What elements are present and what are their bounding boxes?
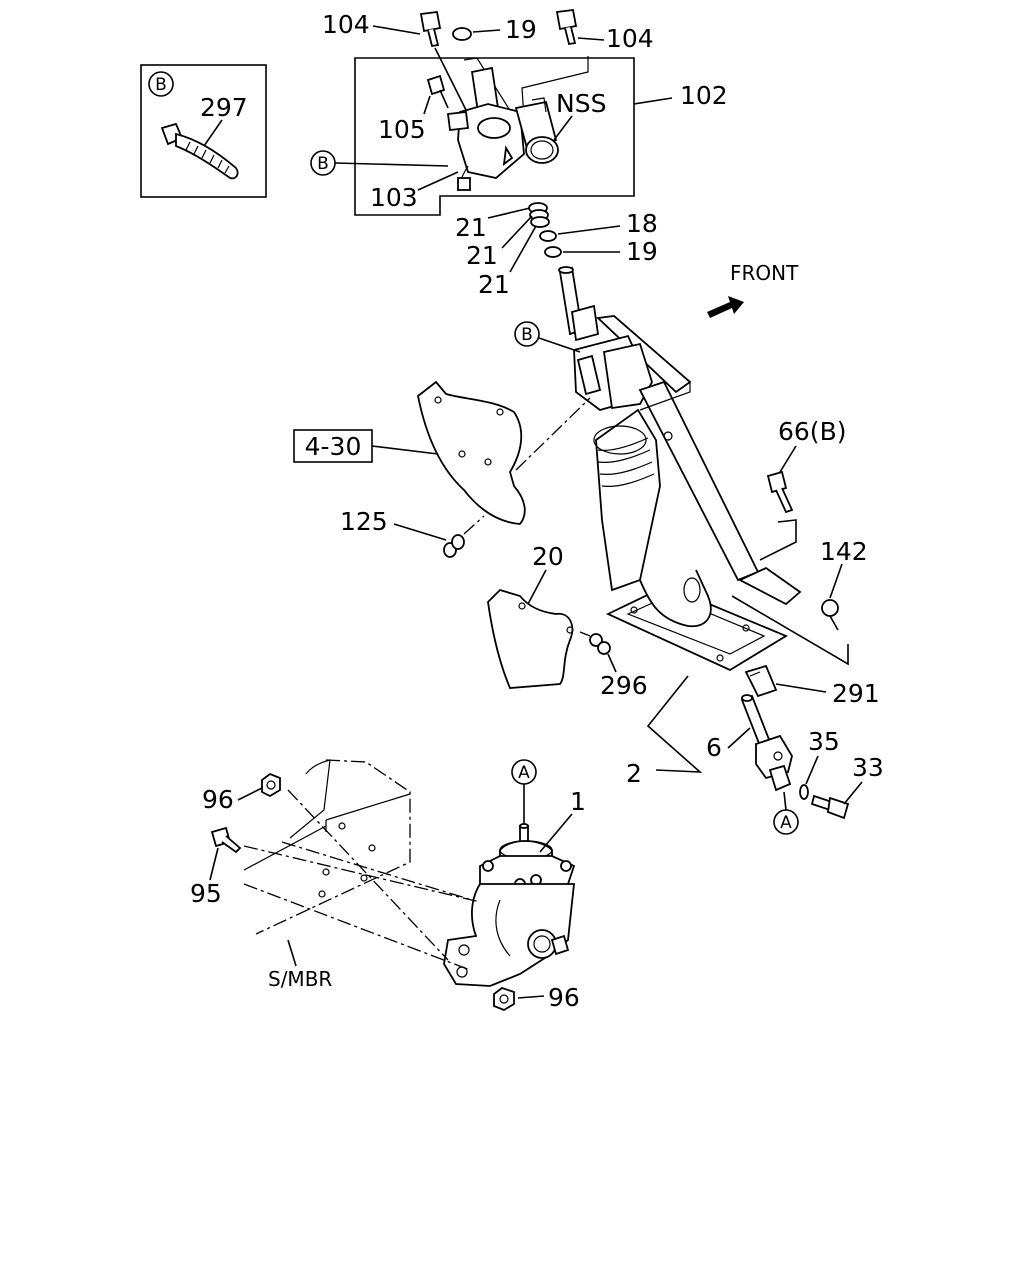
part-4-30-cover <box>417 380 526 525</box>
switch-assembly-box: 102 104 104 19 <box>310 9 728 216</box>
part-20-cover <box>487 588 574 689</box>
part-18-washer <box>539 230 557 242</box>
callout-b-inset <box>148 71 174 97</box>
label-4-30: 4-30 <box>305 432 362 461</box>
part-297-clip <box>160 122 239 180</box>
part-33-bolt <box>810 794 850 820</box>
part-102-switch-assembly <box>446 66 559 191</box>
label-105: 105 <box>378 115 426 144</box>
label-125: 125 <box>340 507 388 536</box>
part-6-universal-joint <box>740 694 793 792</box>
label-291: 291 <box>832 679 880 708</box>
callout-b-main-text: B <box>317 154 329 174</box>
label-21-a: 21 <box>455 213 487 242</box>
label-19-top: 19 <box>505 15 537 44</box>
part-1-steering-gear-box <box>443 823 576 987</box>
label-21-b: 21 <box>466 241 498 270</box>
label-297: 297 <box>200 93 248 122</box>
label-6: 6 <box>706 733 722 762</box>
label-front: FRONT <box>730 261 799 285</box>
part-96-nut-bottom <box>493 986 515 1012</box>
label-102: 102 <box>680 81 728 110</box>
part-19-ring-top <box>452 27 472 41</box>
label-296: 296 <box>600 671 648 700</box>
label-1: 1 <box>570 787 586 816</box>
callout-b-shaft <box>514 321 540 347</box>
callout-b-shaft-text: B <box>521 325 533 345</box>
label-96-top: 96 <box>202 785 234 814</box>
label-18: 18 <box>626 209 658 238</box>
inset-b-clip-box: B 297 <box>140 64 267 198</box>
part-291-clip <box>744 664 778 698</box>
label-96-bottom: 96 <box>548 983 580 1012</box>
washer-stack: 21 21 21 18 19 <box>455 202 658 299</box>
label-21-c: 21 <box>478 270 510 299</box>
part-104-bolt-right <box>555 9 578 46</box>
callout-a-top-text: A <box>518 763 530 783</box>
label-nss: NSS <box>556 89 606 118</box>
part-19-ring-bottom <box>544 246 562 258</box>
part-66-bolt <box>766 470 794 514</box>
front-direction-indicator: FRONT <box>707 261 799 318</box>
part-96-nut-top <box>261 772 281 798</box>
label-95: 95 <box>190 879 222 908</box>
label-19-bottom: 19 <box>626 237 658 266</box>
label-35: 35 <box>808 727 840 756</box>
label-104-right: 104 <box>606 24 654 53</box>
part-125-clip <box>443 515 485 558</box>
part-104-bolt-left <box>419 11 442 48</box>
label-20: 20 <box>532 542 564 571</box>
part-296-clip <box>579 631 611 655</box>
label-s-mbr: S/MBR <box>268 967 332 991</box>
part-2-steering-column <box>558 266 849 672</box>
label-142: 142 <box>820 537 868 566</box>
frame-side-member <box>243 759 481 971</box>
callout-b-inset-text: B <box>155 75 167 95</box>
part-142-screw <box>821 599 839 631</box>
callout-a-bottom-text: A <box>780 813 792 833</box>
label-66b: 66(B) <box>778 417 846 446</box>
label-104-left: 104 <box>322 10 370 39</box>
part-35-washer <box>799 784 809 800</box>
part-21-washer-3 <box>530 216 550 228</box>
part-105-screw <box>426 74 449 109</box>
label-103: 103 <box>370 183 418 212</box>
front-arrow-icon <box>707 296 744 318</box>
part-95-bolt <box>210 826 242 854</box>
label-2: 2 <box>626 759 642 788</box>
label-33: 33 <box>852 753 884 782</box>
